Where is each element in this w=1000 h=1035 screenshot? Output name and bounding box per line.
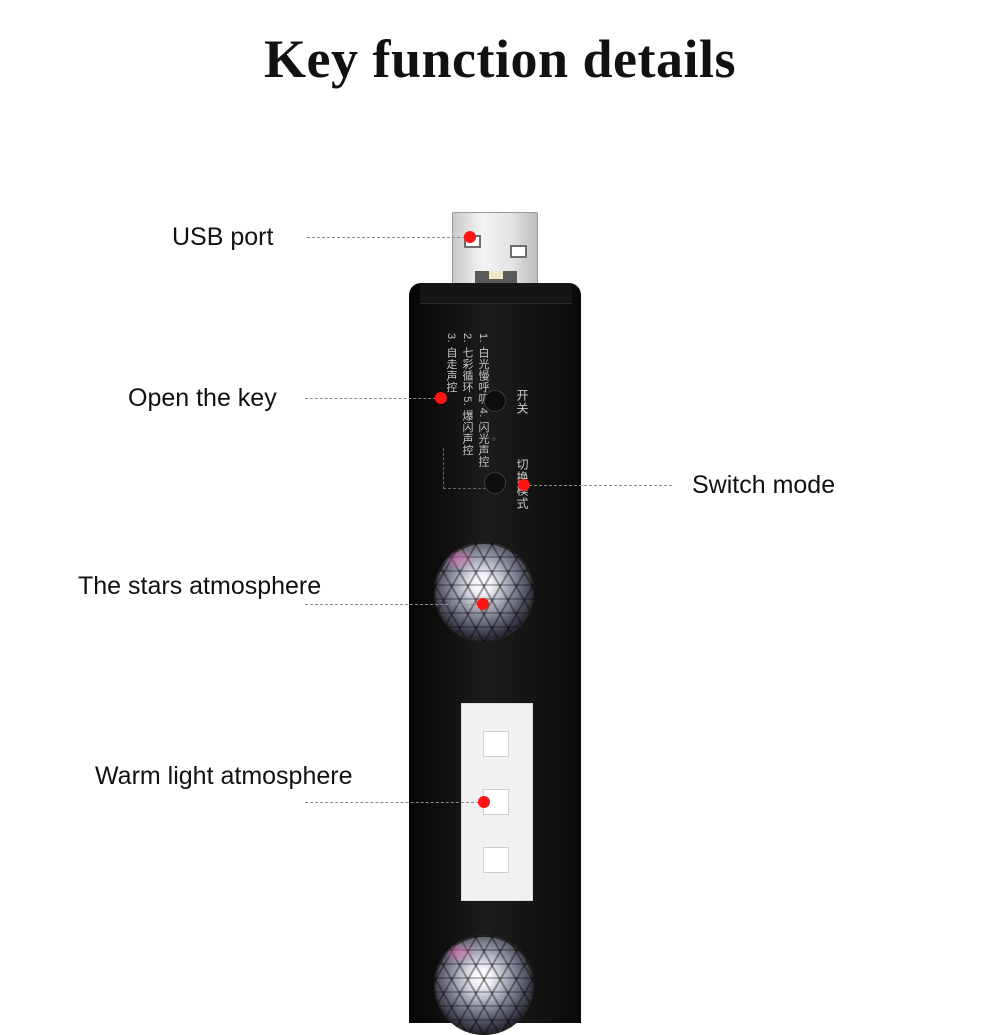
- device-legend-line3: 3. 自走声控: [445, 333, 457, 393]
- usb-port-leader: [307, 237, 470, 238]
- usb-pin: [489, 271, 503, 279]
- usb-contact-hole-right: [510, 245, 527, 258]
- warm-led: [483, 847, 509, 873]
- power-button[interactable]: [484, 390, 506, 412]
- usb-plug: [452, 212, 538, 296]
- legend-bracket: [443, 448, 486, 489]
- mode-button[interactable]: [484, 472, 506, 494]
- usb-port-marker: [464, 231, 476, 243]
- warm-light-label: Warm light atmosphere: [95, 762, 353, 790]
- device-legend-line2: 2. 七彩循环 5. 爆闪声控: [461, 333, 473, 457]
- warm-led: [483, 789, 509, 815]
- switch-mode-marker: [518, 479, 530, 491]
- device-legend-line1: 1. 白光慢呼吸 4. 闪光声控: [477, 333, 489, 468]
- usb-port-label: USB port: [172, 223, 274, 251]
- stars-atmosphere-marker: [477, 598, 489, 610]
- open-key-leader: [305, 398, 441, 399]
- mic-hole: [492, 437, 496, 441]
- open-key-marker: [435, 392, 447, 404]
- warm-led: [483, 731, 509, 757]
- switch-mode-label: Switch mode: [692, 471, 836, 499]
- stars-light-ball: [434, 542, 534, 642]
- device-cap: [420, 283, 572, 304]
- stars-atmosphere-leader: [305, 604, 483, 605]
- stars-atmosphere-label: The stars atmosphere: [78, 572, 322, 600]
- page-title: Key function details: [263, 29, 736, 89]
- warm-light-leader: [305, 802, 484, 803]
- open-key-label: Open the key: [128, 384, 277, 412]
- power-label: 开关: [515, 389, 529, 415]
- switch-mode-leader: [524, 485, 672, 486]
- warm-light-marker: [478, 796, 490, 808]
- stars-light-ball-lower: [434, 935, 534, 1035]
